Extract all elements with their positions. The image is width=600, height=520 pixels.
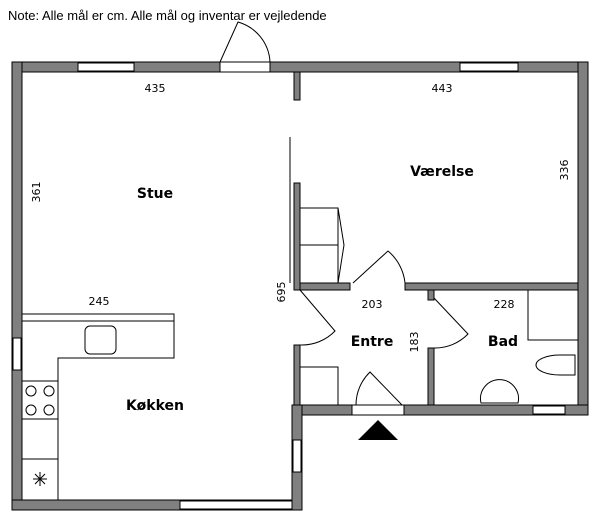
dim-entre-depth: 183 — [408, 332, 421, 353]
room-label-bad: Bad — [488, 334, 518, 350]
room-label-stue: Stue — [137, 186, 173, 202]
shower-icon — [527, 289, 579, 341]
dim-bad-width: 228 — [494, 298, 515, 311]
dim-stue-depth: 361 — [30, 182, 43, 203]
windows — [12, 61, 566, 510]
kitchen-furniture — [21, 313, 175, 500]
washbasin-icon — [480, 379, 519, 404]
bathroom-fixtures — [480, 289, 579, 404]
room-label-vaerelse: Værelse — [410, 164, 474, 180]
room-label-entre: Entre — [351, 334, 394, 350]
wardrobes — [289, 137, 345, 406]
inner-walls — [293, 71, 579, 406]
dim-vaerelse-depth: 336 — [558, 160, 571, 181]
note-text: Note: Alle mål er cm. Alle mål og invent… — [8, 8, 327, 23]
stove-icon — [21, 380, 59, 420]
fan-icon — [33, 472, 47, 486]
dim-entre-width: 203 — [362, 298, 383, 311]
room-label-koekken: Køkken — [126, 398, 184, 414]
doors — [219, 21, 469, 406]
dim-kitchen-counter: 245 — [89, 295, 110, 308]
sink-icon — [84, 325, 117, 355]
toilet-icon — [535, 354, 576, 376]
dim-vaerelse-width: 443 — [432, 82, 453, 95]
dim-total-depth: 695 — [275, 282, 288, 303]
entrance-arrow-icon — [358, 420, 398, 440]
dim-stue-width: 435 — [145, 82, 166, 95]
